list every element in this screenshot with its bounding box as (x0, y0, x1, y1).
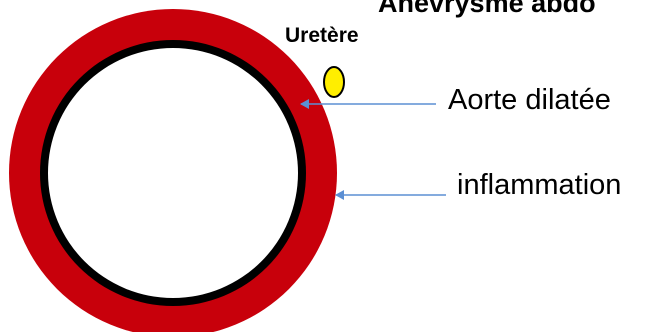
label-uretere: Uretère (285, 24, 359, 47)
label-inflammation: inflammation (457, 169, 622, 201)
ureter-shape (323, 66, 345, 98)
diagram-title: Anévrysme abdo (378, 0, 596, 18)
aortic-lumen (48, 48, 298, 298)
label-aorte-dilatee: Aorte dilatée (448, 84, 611, 116)
